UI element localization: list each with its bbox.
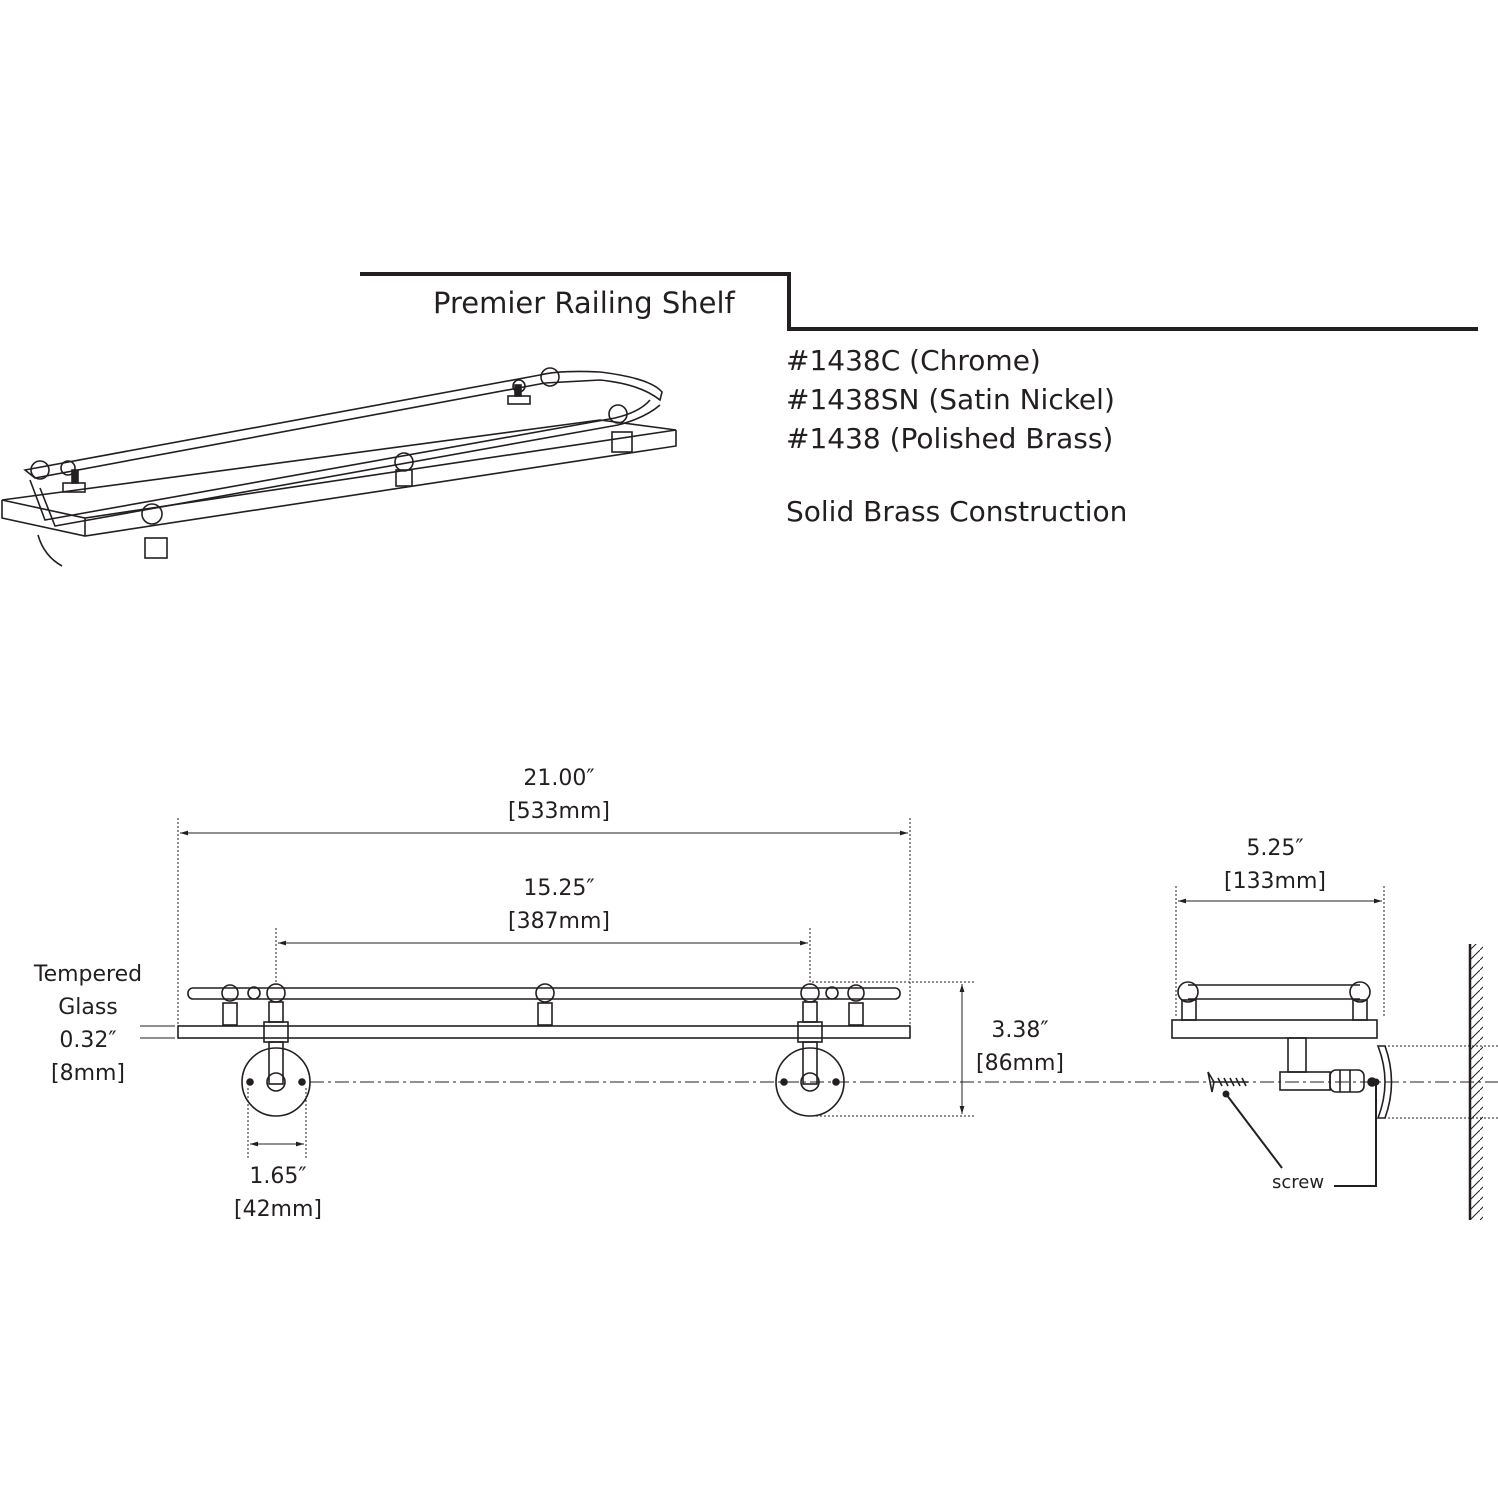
mount-spacing-mm: [387mm] <box>507 909 611 934</box>
glass-thickness-in: 0.32″ <box>59 1028 117 1053</box>
overall-width-in: 21.00″ <box>523 766 595 791</box>
title-rule <box>360 272 1478 331</box>
side-dimension-lines <box>1175 886 1498 1187</box>
depth-mm: [133mm] <box>1223 869 1327 894</box>
depth-in: 5.25″ <box>1246 836 1304 861</box>
flange-in: 1.65″ <box>249 1164 307 1189</box>
construction-note: Solid Brass Construction <box>786 495 1128 528</box>
overall-width-mm: [533mm] <box>507 799 611 824</box>
height-mm: [86mm] <box>975 1051 1065 1076</box>
model-chrome: #1438C (Chrome) <box>786 344 1041 377</box>
product-title: Premier Railing Shelf <box>433 286 735 320</box>
front-elevation-view <box>177 983 911 1117</box>
glass-thickness-label: Tempered Glass 0.32″ [8mm] <box>20 958 156 1090</box>
isometric-shelf-view <box>1 367 677 567</box>
mount-spacing-in: 15.25″ <box>523 876 595 901</box>
mount-spacing-label: 15.25″ [387mm] <box>494 872 624 938</box>
glass-label-line2: Glass <box>58 995 118 1020</box>
front-dimension-lines <box>140 818 1498 1158</box>
overall-width-label: 21.00″ [533mm] <box>494 762 624 828</box>
depth-label: 5.25″ [133mm] <box>1212 832 1338 898</box>
side-elevation-view <box>1171 944 1483 1220</box>
height-in: 3.38″ <box>991 1018 1049 1043</box>
model-polished-brass: #1438 (Polished Brass) <box>786 422 1114 455</box>
glass-thickness-mm: [8mm] <box>50 1061 126 1086</box>
flange-mm: [42mm] <box>233 1197 323 1222</box>
glass-label-line1: Tempered <box>33 962 143 987</box>
screw-callout: screw <box>1272 1172 1325 1193</box>
flange-label: 1.65″ [42mm] <box>220 1160 336 1226</box>
model-satin-nickel: #1438SN (Satin Nickel) <box>786 383 1115 416</box>
height-label: 3.38″ [86mm] <box>966 1014 1074 1080</box>
